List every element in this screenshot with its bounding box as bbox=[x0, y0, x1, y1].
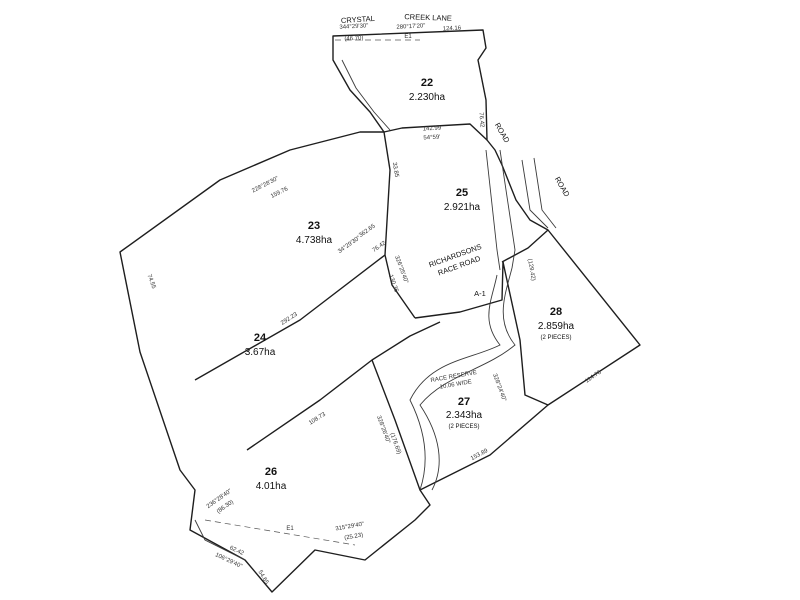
dimension-label: 328°24'40" bbox=[491, 373, 507, 402]
point-a1-label: A-1 bbox=[474, 289, 486, 298]
easement-line-1 bbox=[204, 519, 356, 546]
lot-26-notch bbox=[194, 519, 246, 561]
road-label-mid: ROAD bbox=[493, 121, 512, 145]
dimension-label: 33.85 bbox=[391, 162, 400, 178]
dimension-label: 124.16 bbox=[443, 25, 462, 32]
easement-label-top: E1 bbox=[404, 34, 412, 40]
lot-22-number: 22 bbox=[421, 77, 433, 89]
lot-23-24-boundary bbox=[194, 254, 386, 381]
race-reserve-width-label: 10.06 WIDE bbox=[439, 379, 472, 391]
lot-26-area: 4.01ha bbox=[256, 481, 287, 492]
dimension-label: 108.73 bbox=[308, 411, 327, 426]
lot-24-number: 24 bbox=[254, 332, 267, 344]
lot-labels: 22 2.230ha 23 4.738ha 24 3.67ha 25 2.921… bbox=[245, 77, 575, 492]
lot-25-lower-boundary bbox=[414, 261, 504, 319]
dimension-label: 34°29'30" bbox=[337, 235, 361, 255]
dimension-label: (176.69) bbox=[388, 432, 401, 455]
dimension-label: (25.23) bbox=[344, 532, 364, 541]
road-label-right: ROAD bbox=[553, 175, 572, 199]
dimension-label: 142.99 bbox=[423, 125, 442, 132]
lot-24-area: 3.67ha bbox=[245, 347, 276, 358]
lot-27-28-boundary bbox=[502, 261, 549, 406]
lot-22-area: 2.230ha bbox=[409, 92, 446, 103]
lot-24-26-boundary bbox=[246, 321, 441, 451]
road-corridor-right bbox=[499, 149, 516, 269]
lot-25-28-boundary bbox=[501, 229, 549, 263]
easement-label-bottom: E1 bbox=[286, 526, 294, 532]
lot-24-25-boundary bbox=[384, 254, 416, 319]
lot-25-number: 25 bbox=[456, 187, 468, 199]
dimension-label: 130.35 bbox=[387, 274, 399, 294]
creek-lane-label: CREEK LANE bbox=[404, 12, 452, 23]
dimension-label: 74.55 bbox=[146, 274, 157, 291]
lot-27-note: (2 PIECES) bbox=[448, 424, 479, 430]
dimension-label: 344°29'30" bbox=[339, 23, 368, 31]
dimension-label: (129.42) bbox=[526, 258, 536, 281]
lot-27-area: 2.343ha bbox=[446, 410, 483, 421]
dimension-label: 114.76 bbox=[584, 369, 603, 384]
dimension-label: 280°17'20" bbox=[396, 23, 425, 31]
lot-25-area: 2.921ha bbox=[444, 202, 481, 213]
lot-23-area: 4.738ha bbox=[296, 235, 333, 246]
outer-boundary bbox=[119, 29, 641, 593]
lot-26-27-boundary bbox=[371, 359, 421, 491]
road-corridor-left bbox=[485, 149, 501, 271]
dimension-labels: 280°17'20" 124.16 344°29'30" (46.70) 228… bbox=[146, 23, 604, 586]
dimension-label: (46.70) bbox=[344, 36, 363, 43]
lot-28-area: 2.859ha bbox=[538, 321, 575, 332]
crystal-road-label: CRYSTAL bbox=[341, 14, 375, 25]
lot-26-number: 26 bbox=[265, 466, 277, 478]
dimension-label: 159.76 bbox=[270, 186, 290, 200]
lot-boundaries bbox=[119, 29, 641, 593]
lot-28-number: 28 bbox=[550, 306, 562, 318]
dimension-label: 76.42 bbox=[477, 112, 484, 128]
dimension-label: 315°29'40" bbox=[335, 522, 365, 533]
lot-22-edge bbox=[341, 59, 391, 131]
road-spur-1 bbox=[521, 159, 549, 229]
lot-23-25-boundary bbox=[383, 131, 391, 256]
lot-23-number: 23 bbox=[308, 220, 320, 232]
lot-22-boundary bbox=[383, 123, 488, 141]
race-reserve-right bbox=[419, 267, 516, 491]
dimension-label: 292.23 bbox=[280, 311, 299, 326]
race-reserve-left bbox=[409, 274, 501, 491]
lot-27-number: 27 bbox=[458, 396, 470, 408]
dimension-label: 54.65 bbox=[257, 569, 270, 586]
lot-28-note: (2 PIECES) bbox=[540, 335, 571, 341]
road-spur-2 bbox=[533, 157, 557, 229]
dimension-label: 54°59' bbox=[423, 135, 440, 142]
dimension-label: 362.65 bbox=[358, 223, 377, 239]
dimension-label: 328°26'40" bbox=[375, 415, 391, 444]
